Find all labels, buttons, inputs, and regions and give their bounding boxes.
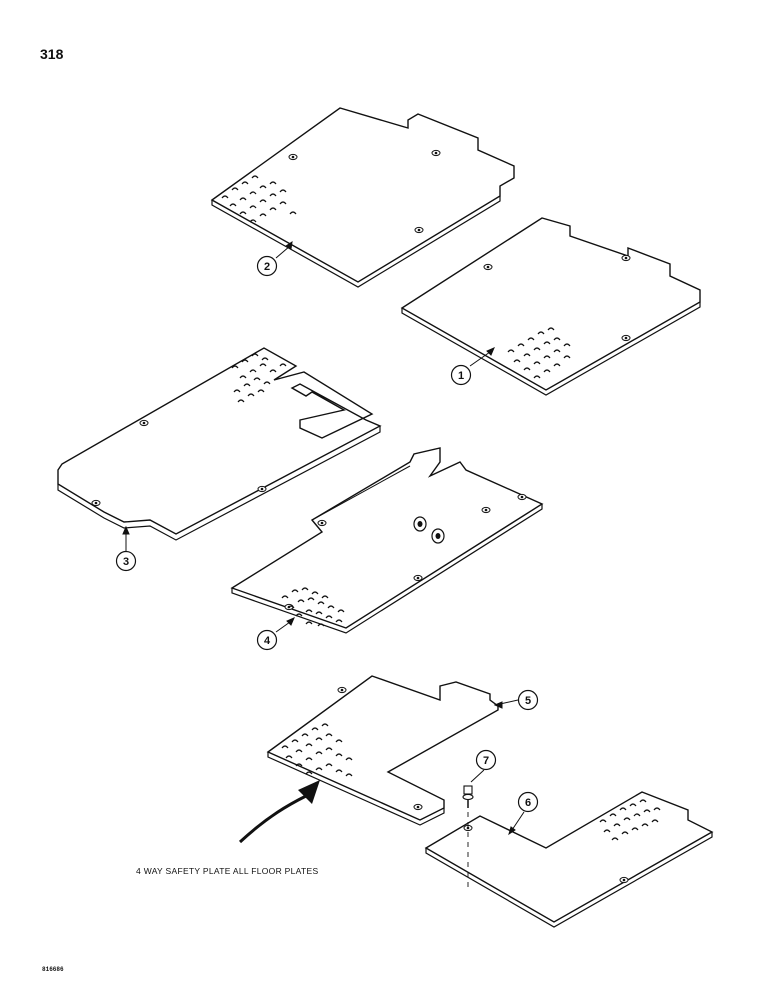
leader-lines <box>122 240 525 836</box>
callout-1-label: 1 <box>458 370 464 382</box>
callout-2: 2 <box>256 255 278 277</box>
figure-code: 816686 <box>42 966 64 973</box>
callout-7: 7 <box>475 749 497 771</box>
callout-1: 1 <box>450 364 472 386</box>
callout-5: 5 <box>517 689 539 711</box>
floor-plate-3 <box>57 347 382 541</box>
page-number: 318 <box>40 46 64 62</box>
floor-plate-2 <box>210 107 515 288</box>
floor-plate-6 <box>424 791 714 928</box>
callout-6: 6 <box>517 791 539 813</box>
floor-plate-4 <box>230 447 544 634</box>
grommets <box>413 516 445 544</box>
safety-arrow <box>238 780 320 844</box>
callout-6-label: 6 <box>525 797 531 809</box>
callout-2-label: 2 <box>264 261 270 273</box>
callout-3: 3 <box>115 550 137 572</box>
callout-4-label: 4 <box>264 635 271 647</box>
fastener-7 <box>462 785 474 888</box>
floor-plate-1 <box>400 217 701 396</box>
safety-plate-caption: 4 WAY SAFETY PLATE ALL FLOOR PLATES <box>136 866 319 876</box>
callout-5-label: 5 <box>525 695 531 707</box>
floor-plate-5 <box>266 675 499 826</box>
callout-4: 4 <box>256 629 278 651</box>
callout-7-label: 7 <box>483 755 489 767</box>
callout-3-label: 3 <box>123 556 129 568</box>
